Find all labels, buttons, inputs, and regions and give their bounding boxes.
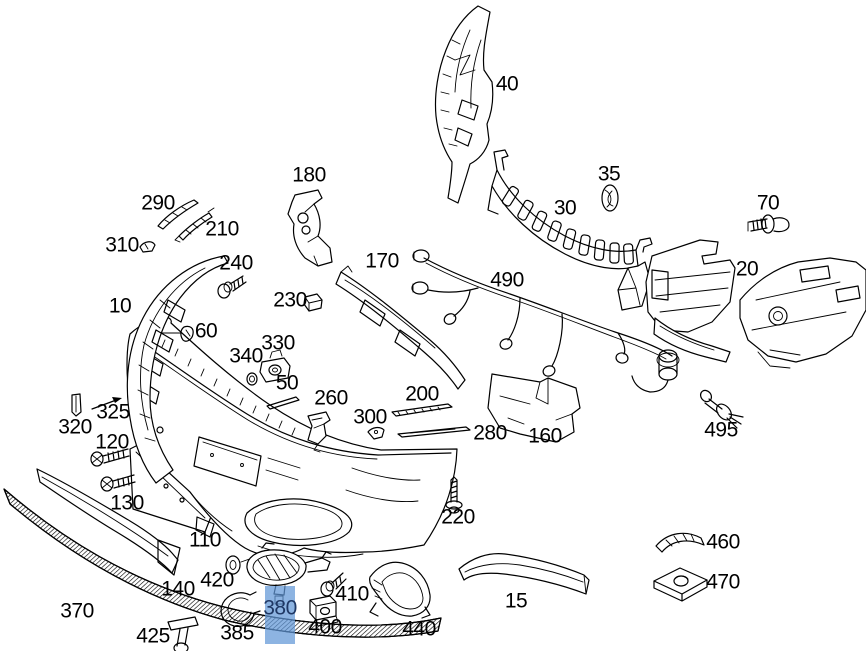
part-200-drawing bbox=[391, 403, 453, 417]
part-label-330[interactable]: 330 bbox=[261, 331, 295, 355]
part-label-240[interactable]: 240 bbox=[219, 251, 253, 275]
part-495-drawing bbox=[699, 389, 744, 429]
part-label-310[interactable]: 310 bbox=[105, 233, 139, 257]
part-label-300[interactable]: 300 bbox=[353, 405, 387, 429]
part-40-drawing bbox=[434, 5, 494, 204]
part-220-drawing bbox=[445, 476, 463, 514]
part-440-drawing bbox=[369, 561, 431, 619]
part-280-drawing bbox=[397, 426, 471, 438]
part-label-495[interactable]: 495 bbox=[704, 418, 738, 442]
part-label-280[interactable]: 280 bbox=[473, 421, 507, 445]
part-label-290[interactable]: 290 bbox=[141, 191, 175, 215]
part-340-drawing bbox=[246, 372, 258, 386]
part-label-30[interactable]: 30 bbox=[553, 196, 577, 220]
part-label-425[interactable]: 425 bbox=[136, 624, 170, 648]
part-label-385[interactable]: 385 bbox=[220, 621, 254, 645]
part-330-drawing bbox=[259, 349, 291, 383]
part-30-drawing bbox=[487, 149, 653, 311]
part-label-325[interactable]: 325 bbox=[96, 400, 130, 424]
part-35-drawing bbox=[601, 184, 619, 212]
part-370-drawing bbox=[3, 488, 442, 638]
part-460-drawing bbox=[655, 532, 705, 553]
part-label-40[interactable]: 40 bbox=[495, 72, 519, 96]
part-470-drawing bbox=[653, 567, 708, 602]
part-label-260[interactable]: 260 bbox=[314, 386, 348, 410]
part-425-drawing bbox=[167, 616, 199, 651]
part-410-drawing bbox=[320, 572, 347, 597]
part-70-drawing bbox=[747, 214, 790, 234]
part-300-drawing bbox=[367, 426, 385, 440]
selected-part-highlight[interactable] bbox=[265, 586, 295, 644]
part-label-200[interactable]: 200 bbox=[405, 382, 439, 406]
part-label-120[interactable]: 120 bbox=[95, 430, 129, 454]
part-label-140[interactable]: 140 bbox=[161, 577, 195, 601]
part-label-400[interactable]: 400 bbox=[308, 615, 342, 639]
part-label-410[interactable]: 410 bbox=[335, 582, 369, 606]
part-label-110[interactable]: 110 bbox=[189, 528, 221, 552]
part-260-drawing bbox=[307, 411, 331, 453]
part-label-420[interactable]: 420 bbox=[200, 568, 234, 592]
part-160-drawing bbox=[487, 373, 581, 443]
part-label-460[interactable]: 460 bbox=[706, 530, 740, 554]
part-290-drawing bbox=[157, 199, 199, 230]
part-10-drawing bbox=[126, 255, 229, 484]
part-label-70[interactable]: 70 bbox=[756, 191, 780, 215]
part-label-440[interactable]: 440 bbox=[402, 617, 436, 641]
part-15-drawing bbox=[458, 553, 590, 595]
part-label-320[interactable]: 320 bbox=[58, 415, 92, 439]
part-label-60[interactable]: 60 bbox=[194, 319, 218, 343]
part-400-drawing bbox=[309, 595, 339, 627]
part-140-drawing bbox=[36, 468, 181, 576]
part-label-170[interactable]: 170 bbox=[365, 249, 399, 273]
part-label-210[interactable]: 210 bbox=[205, 217, 239, 241]
part-325-pointer bbox=[91, 397, 122, 410]
part-label-160[interactable]: 160 bbox=[528, 424, 562, 448]
part-label-470[interactable]: 470 bbox=[706, 570, 740, 594]
part-20-drawing bbox=[645, 239, 866, 369]
part-170-drawing bbox=[335, 265, 466, 390]
part-label-15[interactable]: 15 bbox=[504, 589, 528, 613]
part-120-drawing bbox=[90, 448, 136, 492]
part-385-drawing bbox=[220, 591, 261, 627]
part-230-drawing bbox=[303, 293, 323, 312]
part-label-380[interactable]: 380 bbox=[263, 596, 297, 620]
part-label-20[interactable]: 20 bbox=[735, 257, 759, 281]
part-210-drawing bbox=[174, 207, 215, 243]
part-label-230[interactable]: 230 bbox=[273, 288, 307, 312]
part-label-35[interactable]: 35 bbox=[597, 162, 621, 186]
part-label-130[interactable]: 130 bbox=[110, 491, 144, 515]
part-label-490[interactable]: 490 bbox=[490, 268, 524, 292]
part-320-drawing bbox=[71, 393, 82, 417]
part-310-drawing bbox=[139, 241, 156, 253]
part-490-drawing bbox=[411, 249, 680, 393]
part-label-340[interactable]: 340 bbox=[229, 344, 263, 368]
part-380-drawing bbox=[246, 542, 332, 605]
part-50-drawing bbox=[266, 396, 300, 410]
part-label-180[interactable]: 180 bbox=[292, 163, 326, 187]
part-240-drawing bbox=[217, 275, 247, 299]
part-label-370[interactable]: 370 bbox=[60, 599, 94, 623]
part-label-50[interactable]: 50 bbox=[275, 371, 299, 395]
part-60-drawing bbox=[160, 325, 194, 342]
part-180-drawing bbox=[287, 189, 333, 267]
part-label-220[interactable]: 220 bbox=[441, 505, 475, 529]
part-label-10[interactable]: 10 bbox=[108, 294, 132, 318]
